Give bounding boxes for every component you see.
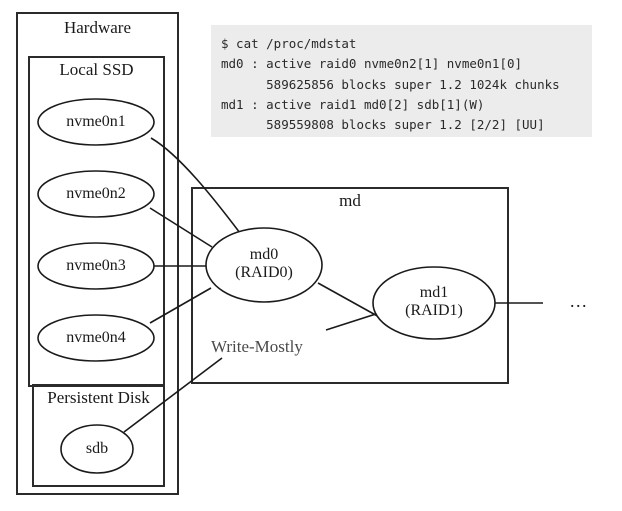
node-label-sdb: sdb	[85, 440, 109, 457]
node-label-md0: md0 (RAID0)	[206, 246, 322, 283]
edge-nvme0n2-to-md0	[149, 207, 213, 248]
edge-md0-to-md1	[317, 282, 382, 319]
node-label-md1: md1 (RAID1)	[373, 284, 495, 321]
node-ellipse-sdb[interactable]	[60, 424, 134, 474]
annotation-continuation-ellipsis: ...	[570, 291, 588, 311]
edge-nvme0n4-to-md0	[149, 287, 212, 324]
cluster-box-hardware	[16, 12, 179, 495]
node-ellipse-nvme0n2[interactable]	[37, 170, 155, 218]
node-label-nvme0n1: nvme0n1	[66, 113, 126, 130]
node-label-md1-line2: (RAID1)	[405, 302, 463, 320]
edge-sdb-to-md1	[123, 357, 223, 433]
node-label-md1-line1: md1	[419, 284, 449, 301]
cluster-box-persistent-disk	[32, 384, 165, 487]
node-label-nvme0n2: nvme0n2	[66, 185, 126, 202]
node-label-nvme0n4: nvme0n4	[66, 329, 126, 346]
node-ellipse-nvme0n1[interactable]	[37, 98, 155, 146]
cluster-box-md	[191, 187, 509, 384]
annotation-write-mostly: Write-Mostly	[211, 337, 303, 356]
node-label-md0-line1: md0	[249, 246, 279, 263]
terminal-output-text: $ cat /proc/mdstat md0 : active raid0 nv…	[221, 36, 560, 132]
node-label-nvme0n3: nvme0n3	[66, 257, 126, 274]
edge-nvme0n1-to-md0	[150, 137, 241, 234]
node-ellipse-nvme0n3[interactable]	[37, 242, 155, 290]
cluster-title-hardware: Hardware	[63, 18, 131, 37]
cluster-title-local-ssd: Local SSD	[59, 60, 134, 79]
edge-write-mostly-to-md1	[325, 311, 383, 331]
node-label-md0-line2: (RAID0)	[235, 264, 293, 282]
cluster-title-persistent-disk: Persistent Disk	[47, 388, 150, 407]
terminal-output-panel: $ cat /proc/mdstat md0 : active raid0 nv…	[211, 25, 592, 137]
node-ellipse-nvme0n4[interactable]	[37, 314, 155, 362]
cluster-title-md: md	[339, 191, 361, 210]
node-ellipse-md0[interactable]	[205, 227, 323, 303]
node-ellipse-md1[interactable]	[372, 266, 496, 340]
